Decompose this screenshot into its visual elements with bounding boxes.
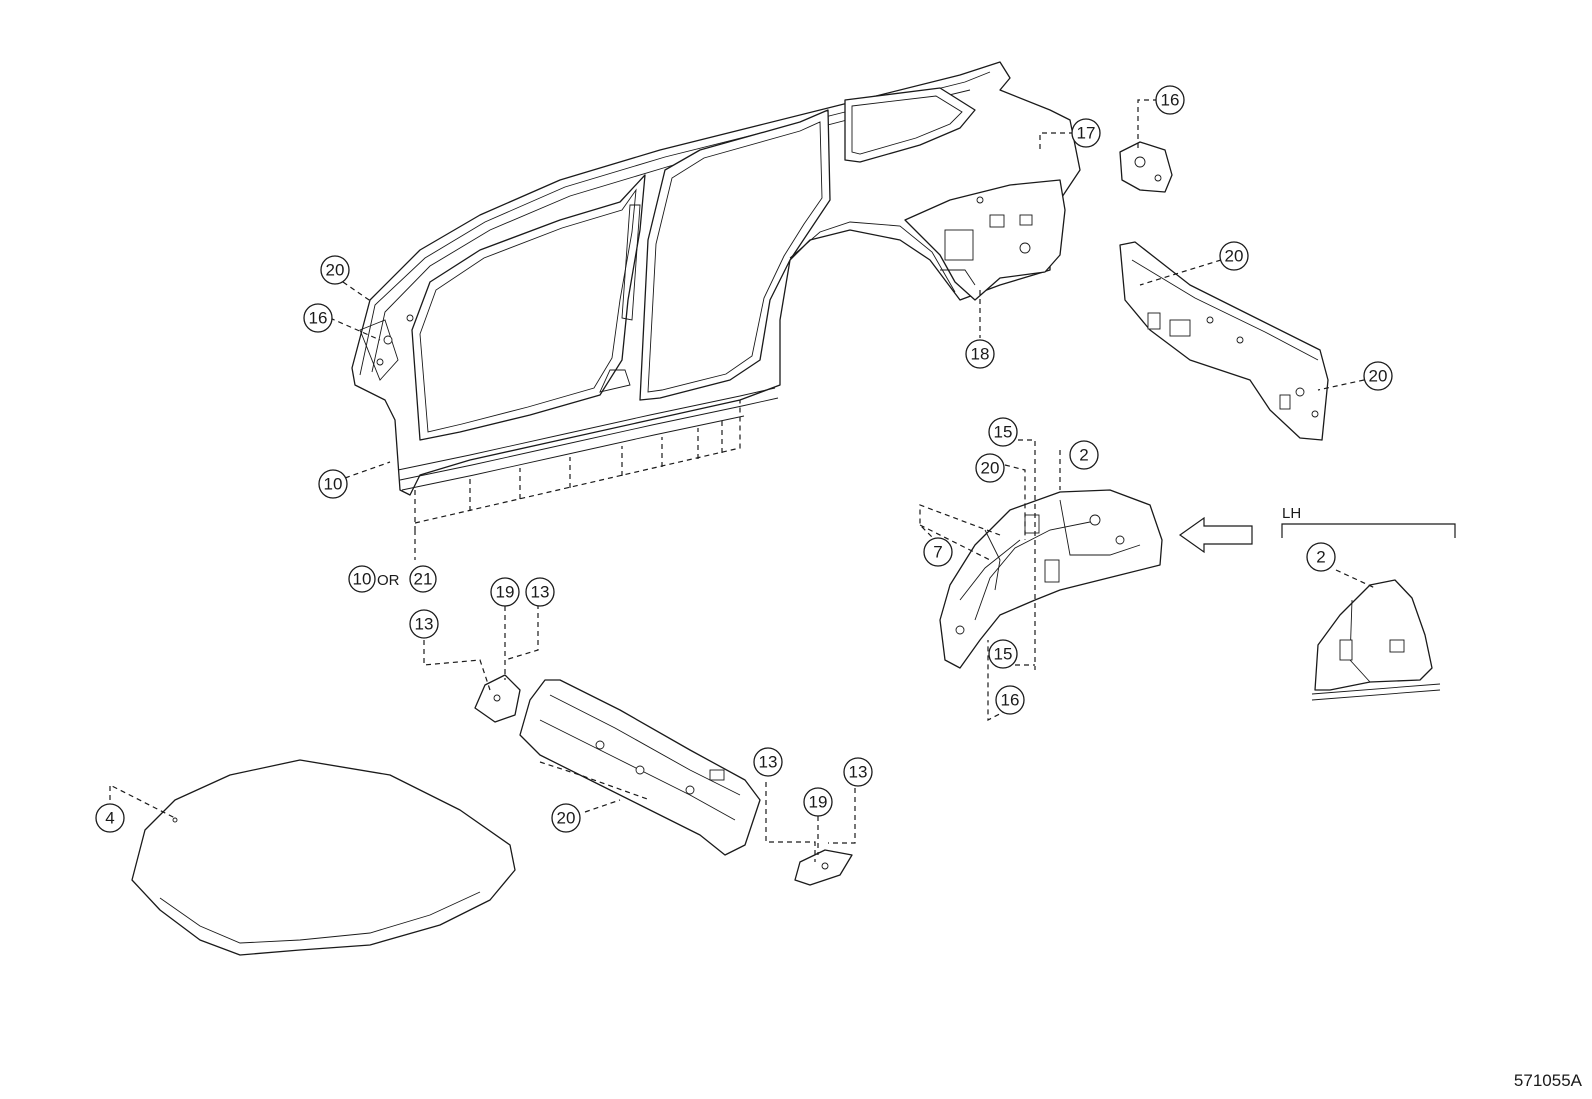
leader-16-rear — [1137, 99, 1158, 150]
svg-text:7: 7 — [933, 543, 942, 562]
cowl-leaders — [539, 761, 651, 813]
front-apron-wheelhouse — [939, 489, 1163, 669]
callout-18: 18 — [965, 339, 995, 369]
callout-4-hood: 4 — [95, 803, 125, 833]
callout-7: 7 — [923, 537, 953, 567]
callout-2-lh: 2 — [1306, 542, 1336, 572]
svg-text:10: 10 — [324, 475, 343, 494]
callout-2-top: 2 — [1069, 440, 1099, 470]
callout-10-or-21: 10 OR 21 — [348, 565, 437, 593]
cowl-bracket-left-leaders — [423, 604, 539, 691]
svg-text:16: 16 — [309, 309, 328, 328]
callout-10-side: 10 — [318, 469, 348, 499]
callout-20-cowl: 20 — [551, 803, 581, 833]
leader-20-rear-b — [1317, 379, 1365, 391]
callout-16-apron: 16 — [995, 685, 1025, 715]
svg-text:21: 21 — [414, 570, 433, 589]
svg-text:20: 20 — [557, 809, 576, 828]
rear-upper-bracket — [1119, 141, 1173, 193]
cowl-bracket-right — [794, 849, 853, 886]
svg-text:2: 2 — [1079, 446, 1088, 465]
svg-text:19: 19 — [496, 583, 515, 602]
svg-text:16: 16 — [1161, 91, 1180, 110]
svg-text:16: 16 — [1001, 691, 1020, 710]
view-arrow — [1178, 516, 1253, 554]
callout-13-right-a: 13 — [753, 747, 783, 777]
callout-13-left-a: 13 — [409, 609, 439, 639]
callout-19-right: 19 — [803, 787, 833, 817]
cowl-bracket-left — [474, 674, 521, 723]
cowl-bracket-right-leaders — [765, 782, 856, 862]
svg-text:2: 2 — [1316, 548, 1325, 567]
svg-text:20: 20 — [981, 459, 1000, 478]
callout-16-side: 16 — [303, 303, 333, 333]
svg-text:4: 4 — [105, 809, 114, 828]
svg-text:20: 20 — [1225, 247, 1244, 266]
callout-20-apron: 20 — [975, 453, 1005, 483]
lh-inset-part — [1311, 579, 1441, 701]
callout-17: 17 — [1071, 118, 1101, 148]
leader-2-lh — [1335, 569, 1376, 589]
svg-text:15: 15 — [994, 423, 1013, 442]
svg-text:20: 20 — [326, 261, 345, 280]
diagram-id: 571055A — [1514, 1071, 1583, 1090]
hood — [131, 759, 516, 956]
callout-15-top: 15 — [988, 417, 1018, 447]
back-panel — [1119, 241, 1329, 441]
svg-text:13: 13 — [759, 753, 778, 772]
side-panel-leaders — [329, 281, 741, 560]
callout-20-side: 20 — [320, 255, 350, 285]
callout-13-left-b: 13 — [525, 577, 555, 607]
svg-text:15: 15 — [994, 645, 1013, 664]
body-side-outer-panel — [351, 61, 1081, 496]
callout-16-rear: 16 — [1155, 85, 1185, 115]
lh-bracket — [1281, 523, 1456, 538]
svg-text:10: 10 — [353, 570, 372, 589]
svg-text:13: 13 — [849, 763, 868, 782]
svg-text:18: 18 — [971, 345, 990, 364]
leader-17 — [1039, 132, 1074, 150]
callout-20-rear-b: 20 — [1363, 361, 1393, 391]
callout-13-right-b: 13 — [843, 757, 873, 787]
callout-15-bottom: 15 — [988, 639, 1018, 669]
lh-label: LH — [1282, 505, 1301, 522]
svg-text:13: 13 — [531, 583, 550, 602]
rear-quarter-inner — [904, 179, 1066, 301]
svg-text:17: 17 — [1077, 124, 1096, 143]
callout-19-left: 19 — [490, 577, 520, 607]
cowl-panel — [519, 679, 761, 856]
svg-text:OR: OR — [377, 572, 400, 589]
svg-text:13: 13 — [415, 615, 434, 634]
callout-20-rear-a: 20 — [1219, 241, 1249, 271]
svg-text:19: 19 — [809, 793, 828, 812]
svg-text:20: 20 — [1369, 367, 1388, 386]
